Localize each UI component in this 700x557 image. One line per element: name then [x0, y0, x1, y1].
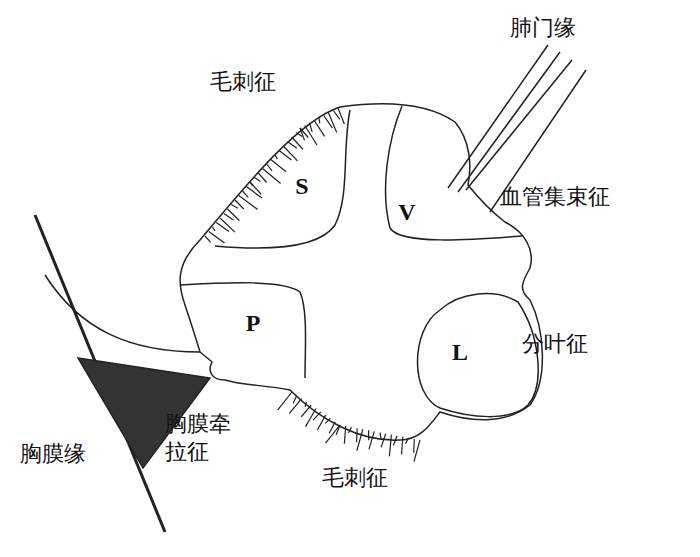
spicule-stroke	[275, 155, 277, 159]
spicule-stroke	[235, 200, 244, 209]
spicule-stroke	[278, 392, 292, 410]
spicule-stroke	[389, 435, 391, 457]
region-box: V	[394, 197, 419, 227]
sign-label: 毛刺征	[322, 464, 388, 492]
spicule-stroke	[336, 425, 340, 435]
spicule-stroke	[213, 227, 216, 231]
spicule-stroke	[326, 425, 340, 443]
spicule-stroke	[289, 399, 301, 414]
region-letter: P	[246, 310, 261, 336]
spicule-stroke	[405, 438, 408, 444]
spicule-stroke	[344, 426, 345, 444]
spicule-stroke	[381, 434, 386, 448]
spicule-stroke	[301, 405, 311, 417]
spicule-stroke	[368, 430, 369, 440]
spicule-stroke	[357, 429, 363, 451]
vessel-line	[448, 45, 548, 188]
region-letter: V	[398, 199, 415, 225]
pleural-tag-line	[45, 275, 200, 352]
lobulation-line	[418, 294, 539, 417]
spicule-stroke	[402, 437, 403, 455]
spicule-stroke	[338, 108, 344, 124]
spicule-stroke	[239, 196, 258, 210]
spicule-stroke	[231, 205, 238, 209]
spicule-stroke	[414, 440, 420, 462]
spicule-stroke	[271, 160, 286, 172]
spicule-stroke	[393, 436, 397, 446]
vessel-line	[466, 60, 572, 190]
spicule-stroke	[283, 146, 297, 161]
region-box: P	[242, 308, 265, 338]
region-line	[215, 110, 350, 248]
spicule-stroke	[267, 164, 272, 171]
spicule-stroke	[306, 409, 316, 427]
spicule-stroke	[205, 236, 211, 242]
spicule-stroke	[254, 178, 260, 182]
spicule-stroke	[288, 142, 297, 149]
spicule-stroke	[348, 427, 351, 433]
sign-label: 分叶征	[522, 330, 588, 358]
spicule-stroke	[317, 415, 325, 430]
region-letter: L	[452, 339, 468, 365]
spicule-stroke	[216, 223, 229, 232]
sign-label: 毛刺征	[210, 68, 276, 96]
spicule-stroke	[325, 418, 330, 423]
spicule-stroke	[300, 128, 305, 140]
sign-label: 胸膜牵拉征	[165, 410, 235, 465]
spicule-stroke	[329, 113, 337, 132]
spicule-stroke	[224, 214, 234, 220]
spicule-stroke	[243, 191, 249, 197]
region-box: L	[448, 337, 472, 367]
sign-label: 胸膜缘	[20, 440, 86, 468]
spicule-stroke	[209, 232, 225, 244]
spicule-stroke	[369, 431, 374, 449]
spicule-stroke	[356, 428, 358, 442]
region-letter: S	[295, 173, 308, 199]
sign-label: 肺门缘	[510, 14, 576, 42]
spicule-stroke	[413, 439, 415, 453]
spicule-stroke	[258, 173, 266, 183]
region-line	[180, 283, 306, 378]
spicule-stroke	[379, 433, 381, 439]
spicule-stroke	[313, 412, 321, 420]
spicule-stroke	[250, 182, 261, 194]
spicule-stroke	[228, 209, 240, 221]
nodule-outline	[180, 104, 542, 440]
spicule-stroke	[292, 137, 303, 149]
region-box: S	[291, 171, 312, 201]
vessel-line	[458, 52, 560, 192]
spicule-stroke	[293, 395, 297, 403]
spicule-stroke	[318, 118, 320, 123]
sign-label: 血管集束征	[500, 183, 610, 211]
region-line	[386, 106, 522, 240]
spicule-stroke	[305, 402, 306, 407]
spicule-stroke	[310, 123, 313, 132]
